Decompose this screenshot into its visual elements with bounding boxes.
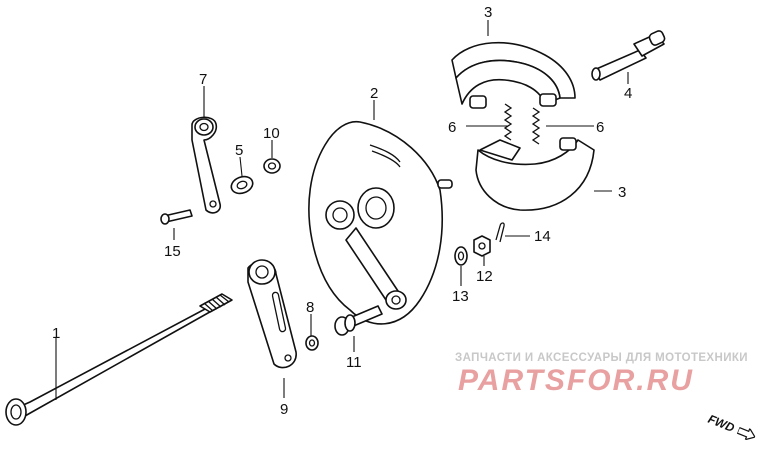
callout-8: 8 xyxy=(306,299,314,316)
washer-8 xyxy=(305,335,319,351)
watermark-caption: ЗАПЧАСТИ И АКСЕССУАРЫ ДЛЯ МОТОТЕХНИКИ xyxy=(455,352,748,364)
leader-lines xyxy=(55,20,629,400)
castle-nut xyxy=(473,235,491,257)
callout-14: 14 xyxy=(534,228,551,245)
callout-1: 1 xyxy=(52,325,60,342)
callout-3-lower: 3 xyxy=(618,184,626,201)
callout-labels: 1 2 3 3 4 5 6 6 7 8 9 10 11 12 13 14 15 xyxy=(52,4,632,418)
axle xyxy=(5,293,233,426)
callout-13: 13 xyxy=(452,288,469,305)
lock-washer xyxy=(230,175,254,195)
callout-9: 9 xyxy=(280,401,288,418)
callout-3-upper: 3 xyxy=(484,4,492,21)
callout-12: 12 xyxy=(476,268,493,285)
fwd-direction-marker: FWD xyxy=(705,410,758,445)
return-springs xyxy=(503,103,541,145)
callout-6-right: 6 xyxy=(596,119,604,136)
callout-4: 4 xyxy=(624,85,632,102)
callout-2: 2 xyxy=(370,85,378,102)
nut-10 xyxy=(263,158,281,174)
brake-shoe-upper xyxy=(451,41,576,109)
callout-6-left: 6 xyxy=(448,119,456,136)
callout-7: 7 xyxy=(199,71,207,88)
callout-5: 5 xyxy=(235,142,243,159)
brake-panel xyxy=(308,120,453,325)
watermark-logo: PARTSFOR.RU xyxy=(458,364,694,397)
callout-15: 15 xyxy=(164,243,181,260)
bolt-15 xyxy=(160,209,193,225)
torque-link xyxy=(247,259,297,369)
callout-11: 11 xyxy=(346,354,362,371)
brake-shoe-lower xyxy=(475,137,595,211)
callout-10: 10 xyxy=(263,125,280,142)
brake-arm xyxy=(191,116,222,214)
cotter-pin xyxy=(495,222,505,243)
bolt-11 xyxy=(334,305,383,336)
brake-cam xyxy=(591,30,666,81)
washer-13 xyxy=(454,246,468,266)
arrow-right-icon xyxy=(736,426,756,441)
